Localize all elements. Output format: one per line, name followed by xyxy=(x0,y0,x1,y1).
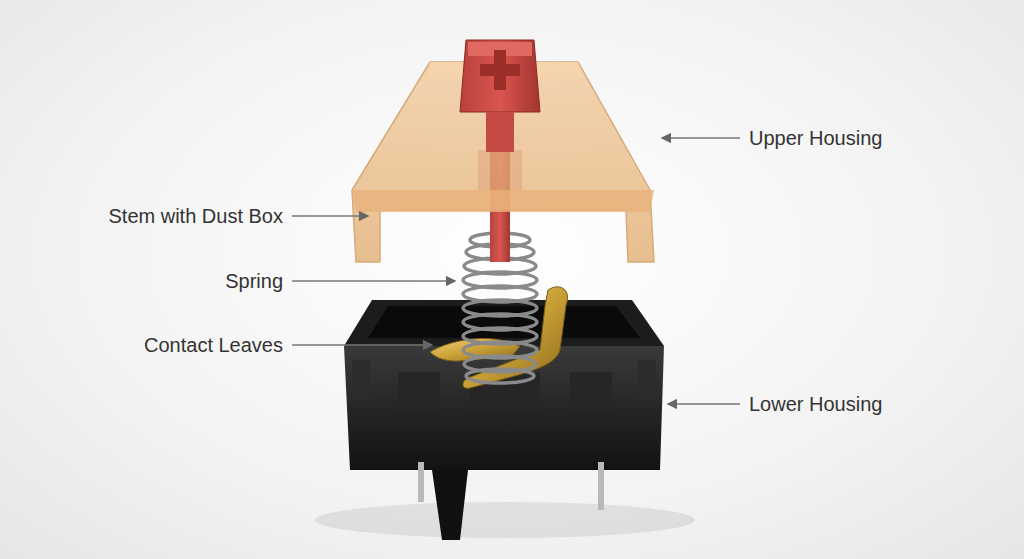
shadow xyxy=(315,502,695,538)
part-label: Spring xyxy=(225,269,283,293)
part-label: Upper Housing xyxy=(749,126,882,150)
leader-line xyxy=(668,403,740,404)
leader-lines xyxy=(292,138,740,404)
stem-cross xyxy=(460,40,540,152)
part-label: Contact Leaves xyxy=(144,333,283,357)
lower-housing xyxy=(344,300,664,540)
leader-line xyxy=(662,137,740,138)
part-label: Lower Housing xyxy=(749,392,882,416)
part-label: Stem with Dust Box xyxy=(108,204,283,228)
leader-line xyxy=(292,215,368,216)
leader-line xyxy=(292,280,455,281)
contact-leaves xyxy=(430,287,568,388)
leader-line xyxy=(292,344,432,345)
